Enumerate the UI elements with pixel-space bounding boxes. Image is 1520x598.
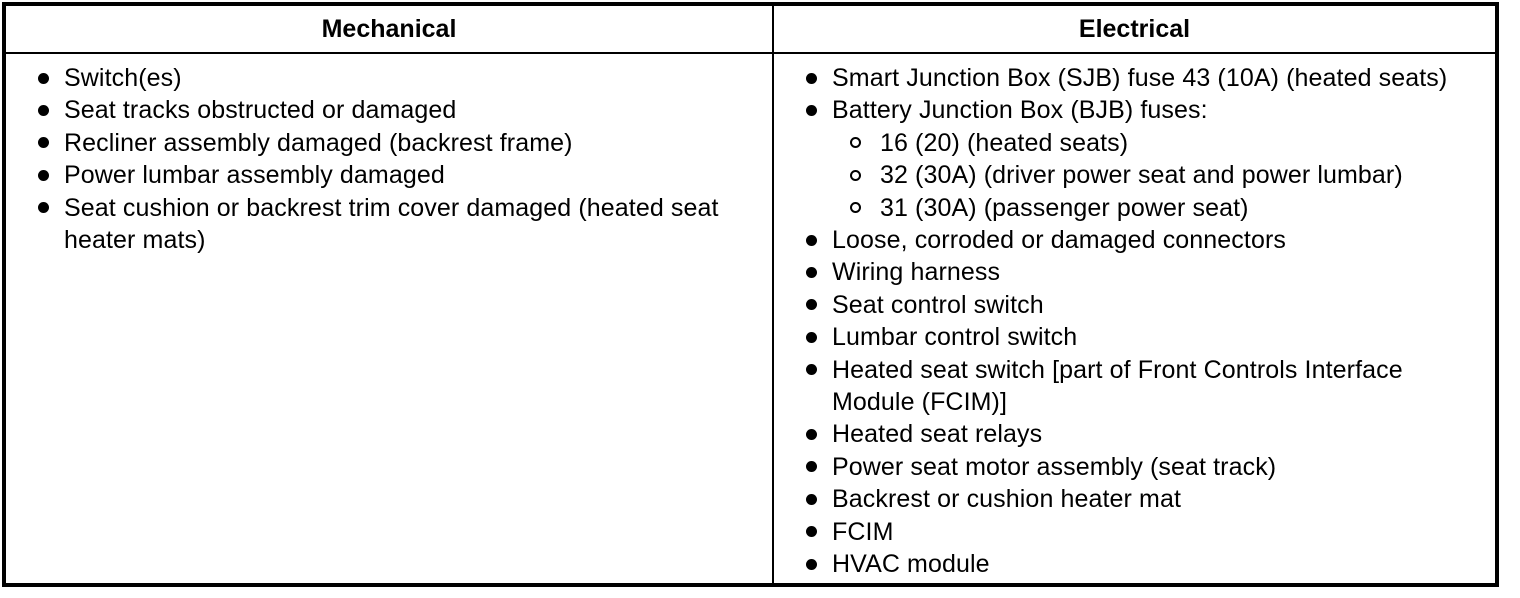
list-item-text: Power seat motor assembly (seat track) bbox=[832, 452, 1277, 481]
bullet-icon bbox=[806, 299, 817, 311]
bullet-icon bbox=[806, 72, 817, 84]
electrical-item-8: Lumbar control switch bbox=[774, 321, 1495, 353]
electrical-item-4: 31 (30A) (passenger power seat) bbox=[774, 192, 1495, 224]
list-item-text: 31 (30A) (passenger power seat) bbox=[880, 193, 1249, 222]
bullet-icon bbox=[806, 234, 817, 246]
electrical-item-12: Backrest or cushion heater mat bbox=[774, 483, 1495, 515]
list-item-text: HVAC module bbox=[832, 550, 990, 579]
list-item-text: Seat cushion or backrest trim cover dama… bbox=[64, 193, 719, 255]
list-item-text: Power lumbar assembly damaged bbox=[64, 161, 445, 190]
list-item-text: Seat control switch bbox=[832, 290, 1044, 319]
list-item-text: 32 (30A) (driver power seat and power lu… bbox=[880, 161, 1403, 190]
list-item-text: Switch(es) bbox=[64, 64, 182, 92]
table-body-row: Switch(es) Seat tracks obstructed or dam… bbox=[6, 54, 1495, 583]
bullet-icon bbox=[806, 526, 817, 538]
bullet-icon bbox=[38, 104, 49, 116]
mechanical-item-0: Switch(es) bbox=[6, 62, 772, 94]
bullet-icon bbox=[806, 428, 817, 440]
open-circle-icon bbox=[850, 169, 861, 181]
electrical-item-9: Heated seat switch [part of Front Contro… bbox=[774, 354, 1495, 419]
electrical-item-3: 32 (30A) (driver power seat and power lu… bbox=[774, 159, 1495, 191]
bullet-icon bbox=[806, 493, 817, 505]
electrical-item-10: Heated seat relays bbox=[774, 418, 1495, 450]
open-circle-icon bbox=[850, 202, 861, 214]
list-item-text: Smart Junction Box (SJB) fuse 43 (10A) (… bbox=[832, 64, 1448, 92]
bullet-icon bbox=[806, 364, 817, 376]
electrical-item-6: Wiring harness bbox=[774, 256, 1495, 288]
mechanical-column: Switch(es) Seat tracks obstructed or dam… bbox=[6, 54, 772, 583]
list-item-text: Loose, corroded or damaged connectors bbox=[832, 226, 1286, 255]
list-item-text: Seat tracks obstructed or damaged bbox=[64, 96, 457, 125]
bullet-icon bbox=[38, 169, 49, 181]
electrical-item-5: Loose, corroded or damaged connectors bbox=[774, 224, 1495, 256]
list-item-text: Wiring harness bbox=[832, 258, 1001, 287]
mechanical-list: Switch(es) Seat tracks obstructed or dam… bbox=[6, 62, 772, 256]
list-item-text: Lumbar control switch bbox=[832, 323, 1078, 352]
bullet-icon bbox=[806, 266, 817, 278]
electrical-item-2: 16 (20) (heated seats) bbox=[774, 127, 1495, 159]
bullet-icon bbox=[38, 202, 49, 214]
header-cell-electrical: Electrical bbox=[772, 6, 1495, 52]
open-circle-icon bbox=[850, 137, 861, 149]
table-header-row: Mechanical Electrical bbox=[6, 6, 1495, 54]
list-item-text: Battery Junction Box (BJB) fuses: bbox=[832, 96, 1208, 125]
bullet-icon bbox=[806, 461, 817, 473]
bullet-icon bbox=[806, 331, 817, 343]
bullet-icon bbox=[806, 104, 817, 116]
electrical-item-14: HVAC module bbox=[774, 548, 1495, 580]
list-item-text: Backrest or cushion heater mat bbox=[832, 485, 1181, 514]
bullet-icon bbox=[806, 558, 817, 570]
electrical-item-0: Smart Junction Box (SJB) fuse 43 (10A) (… bbox=[774, 62, 1495, 94]
mechanical-item-2: Recliner assembly damaged (backrest fram… bbox=[6, 127, 772, 159]
electrical-item-13: FCIM bbox=[774, 516, 1495, 548]
electrical-list: Smart Junction Box (SJB) fuse 43 (10A) (… bbox=[774, 62, 1495, 581]
troubleshooting-table: Mechanical Electrical Switch(es) Seat tr… bbox=[2, 2, 1499, 587]
list-item-text: Heated seat relays bbox=[832, 420, 1043, 449]
list-item-text: FCIM bbox=[832, 517, 894, 546]
mechanical-item-1: Seat tracks obstructed or damaged bbox=[6, 94, 772, 126]
electrical-item-7: Seat control switch bbox=[774, 289, 1495, 321]
electrical-column: Smart Junction Box (SJB) fuse 43 (10A) (… bbox=[772, 54, 1495, 583]
electrical-item-1: Battery Junction Box (BJB) fuses: bbox=[774, 94, 1495, 126]
header-cell-mechanical: Mechanical bbox=[321, 15, 457, 43]
mechanical-item-3: Power lumbar assembly damaged bbox=[6, 159, 772, 191]
bullet-icon bbox=[38, 72, 49, 84]
list-item-text: 16 (20) (heated seats) bbox=[880, 128, 1129, 157]
bullet-icon bbox=[38, 137, 49, 149]
list-item-text: Heated seat switch [part of Front Contro… bbox=[832, 355, 1403, 417]
mechanical-item-4: Seat cushion or backrest trim cover dama… bbox=[6, 192, 772, 257]
list-item-text: Recliner assembly damaged (backrest fram… bbox=[64, 128, 573, 157]
electrical-item-11: Power seat motor assembly (seat track) bbox=[774, 451, 1495, 483]
